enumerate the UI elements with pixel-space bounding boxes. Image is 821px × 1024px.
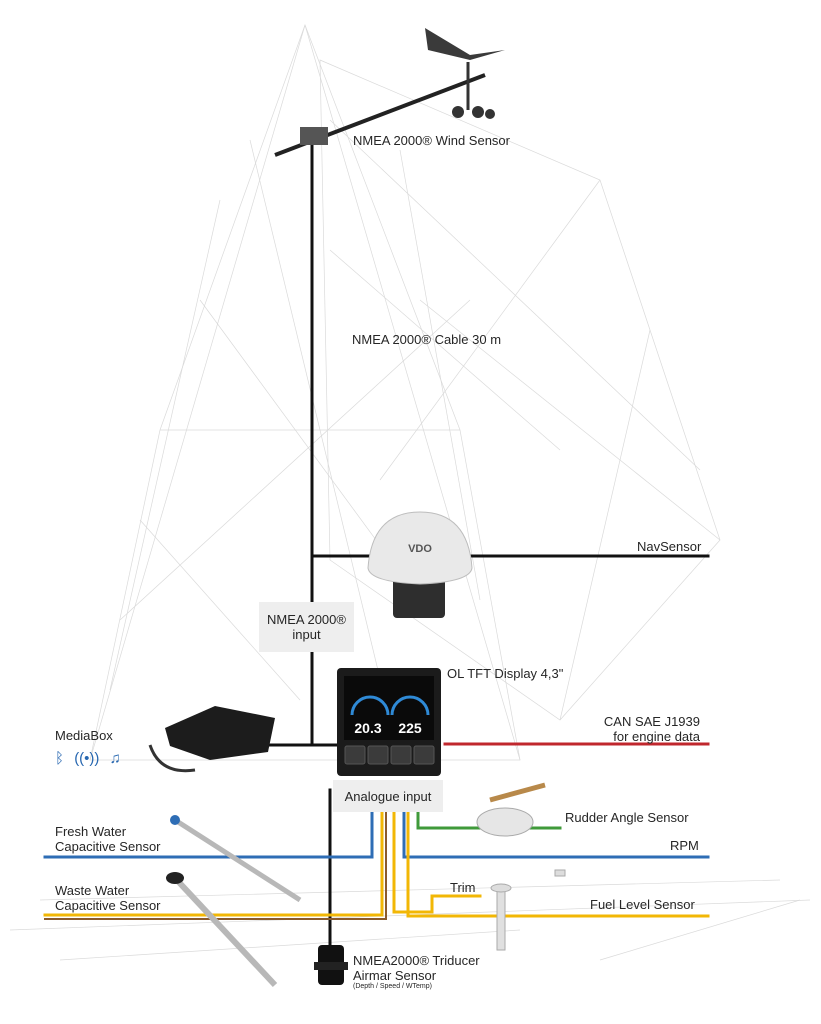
mediabox-icons: ᛒ ((•)) ♫ — [55, 750, 121, 770]
trim-wire — [392, 810, 482, 914]
triducer-label-3: (Depth / Speed / WTemp) — [353, 983, 432, 990]
display-label: OL TFT Display 4,3" — [447, 666, 564, 681]
triducer-sensor — [314, 945, 348, 985]
tft-display: 20.3 225 — [337, 668, 441, 776]
fresh-water-label: Fresh Water Capacitive Sensor — [55, 824, 161, 854]
mediabox-label: MediaBox — [55, 728, 113, 743]
trim-label: Trim — [450, 880, 476, 895]
vdo-logo: VDO — [408, 543, 432, 555]
display-value-right: 225 — [398, 720, 422, 736]
waste-water-label-1: Waste Water — [55, 883, 130, 898]
mediabox-device — [148, 706, 275, 773]
waste-water-probe — [166, 872, 278, 988]
triducer-label-2: Airmar Sensor — [353, 968, 437, 983]
rpm-wire — [402, 810, 710, 859]
wind-sensor-label: NMEA 2000® Wind Sensor — [353, 133, 510, 148]
sail-wireframe-background — [9, 23, 811, 961]
triducer-label: NMEA2000® Triducer Airmar Sensor (Depth … — [353, 953, 480, 991]
can-label-1: CAN SAE J1939 — [603, 714, 700, 729]
radio-antenna-icon: ((•)) — [74, 750, 100, 767]
fuel-label: Fuel Level Sensor — [590, 897, 695, 912]
fresh-water-label-1: Fresh Water — [55, 824, 127, 839]
wind-sensor — [274, 28, 505, 157]
rudder-label: Rudder Angle Sensor — [565, 810, 689, 825]
fuel-level-sensor — [490, 869, 566, 951]
can-label: CAN SAE J1939 for engine data — [560, 714, 700, 744]
nmea-input-label-2: input — [292, 627, 321, 642]
waste-water-wire — [43, 810, 384, 917]
waste-water-wire-brown — [44, 811, 387, 920]
analogue-input-label: Analogue input — [344, 789, 432, 804]
bluetooth-icon: ᛒ — [55, 750, 65, 767]
navsensor-label: NavSensor — [637, 539, 702, 554]
music-note-icon: ♫ — [109, 750, 121, 767]
can-label-2: for engine data — [613, 729, 700, 744]
fuel-wire — [406, 810, 710, 918]
fresh-water-wire — [43, 810, 374, 859]
fresh-water-probe — [170, 815, 302, 903]
nmea-input-label-1: NMEA 2000® — [267, 612, 346, 627]
waste-water-label: Waste Water Capacitive Sensor — [55, 883, 161, 913]
analogue-input-box: Analogue input — [333, 780, 443, 812]
rudder-angle-sensor — [476, 782, 546, 837]
fresh-water-label-2: Capacitive Sensor — [55, 839, 161, 854]
waste-water-label-2: Capacitive Sensor — [55, 898, 161, 913]
cable-label: NMEA 2000® Cable 30 m — [352, 332, 502, 347]
nmea-input-box: NMEA 2000® input — [259, 602, 354, 652]
triducer-label-1: NMEA2000® Triducer — [353, 953, 480, 968]
rpm-label: RPM — [670, 838, 699, 853]
navsensor-dome: VDO — [367, 511, 473, 618]
display-value-left: 20.3 — [354, 720, 381, 736]
